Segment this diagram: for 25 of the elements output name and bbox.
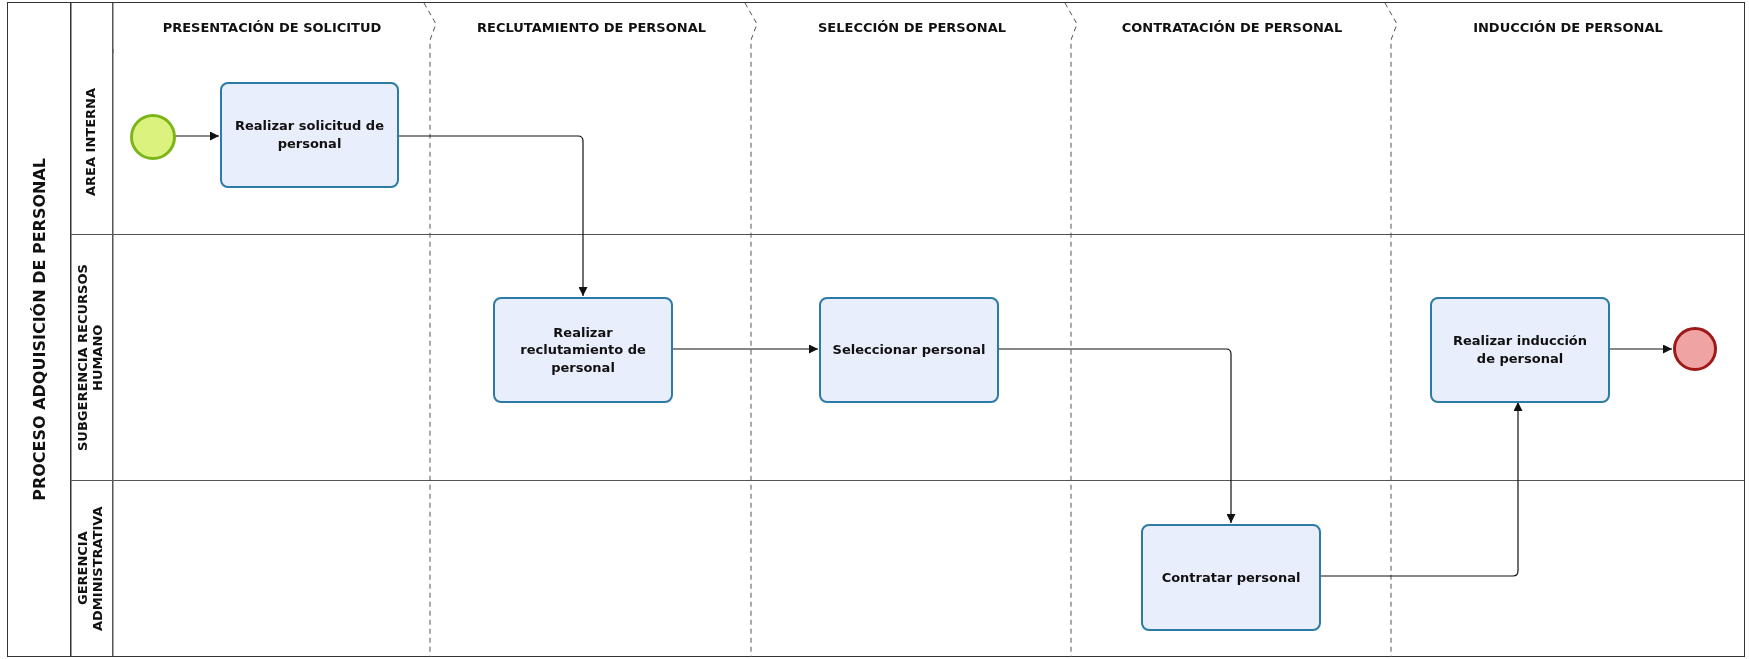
task-box: Realizar reclutamiento de personal [493,297,673,403]
swimlane [70,235,1744,481]
arrow [397,135,588,297]
arrow [174,131,220,141]
task-box: Realizar solicitud de personal [220,82,399,188]
arrow [671,344,819,354]
arrow [1608,344,1673,354]
lane-label: SUBGERENCIA RECURSOS HUMANO [76,263,106,453]
task-box: Seleccionar personal [819,297,999,403]
lane-label: AREA INTERNA [83,87,99,196]
swimlane [70,49,1744,235]
pool-title: PROCESO ADQUISICIÓN DE PERSONAL [29,158,49,501]
phase-header: PRESENTACIÓN DE SOLICITUD [113,7,431,47]
start-event-circle [130,114,176,160]
task-box: Realizar inducción de personal [1430,297,1610,403]
arrow [1319,401,1523,577]
arrow [996,348,1236,524]
phase-header: SELECCIÓN DE PERSONAL [752,7,1072,47]
phase-header: INDUCCIÓN DE PERSONAL [1392,7,1744,47]
phase-header: CONTRATACIÓN DE PERSONAL [1072,7,1392,47]
task-box: Contratar personal [1141,524,1321,631]
phase-header: RECLUTAMIENTO DE PERSONAL [431,7,752,47]
end-event-circle [1673,327,1717,371]
pool [7,2,1745,657]
lane-label: GERENCIA ADMINISTRATIVA [76,505,106,633]
